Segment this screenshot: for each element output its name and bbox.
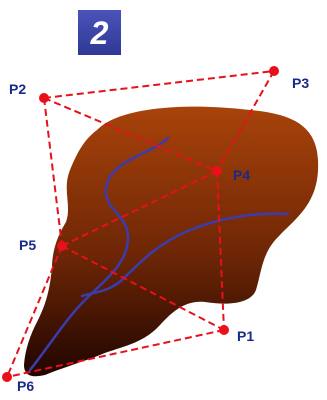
point-label-p4: P4	[233, 168, 250, 182]
control-point-p1	[219, 325, 229, 335]
surface-shape	[24, 107, 318, 377]
figure-number: 2	[91, 17, 109, 49]
point-label-p5: P5	[19, 238, 36, 252]
control-point-p5	[57, 241, 67, 251]
point-label-p2: P2	[9, 82, 26, 96]
control-point-p6	[2, 372, 12, 382]
point-label-p1: P1	[237, 329, 254, 343]
figure-number-badge: 2	[78, 10, 121, 55]
edge-p2-p3	[44, 71, 274, 98]
control-point-p2	[39, 93, 49, 103]
point-label-p3: P3	[292, 76, 309, 90]
edge-p2-p5	[44, 98, 62, 246]
control-point-p4	[212, 166, 222, 176]
control-point-p3	[269, 66, 279, 76]
point-label-p6: P6	[17, 379, 34, 393]
